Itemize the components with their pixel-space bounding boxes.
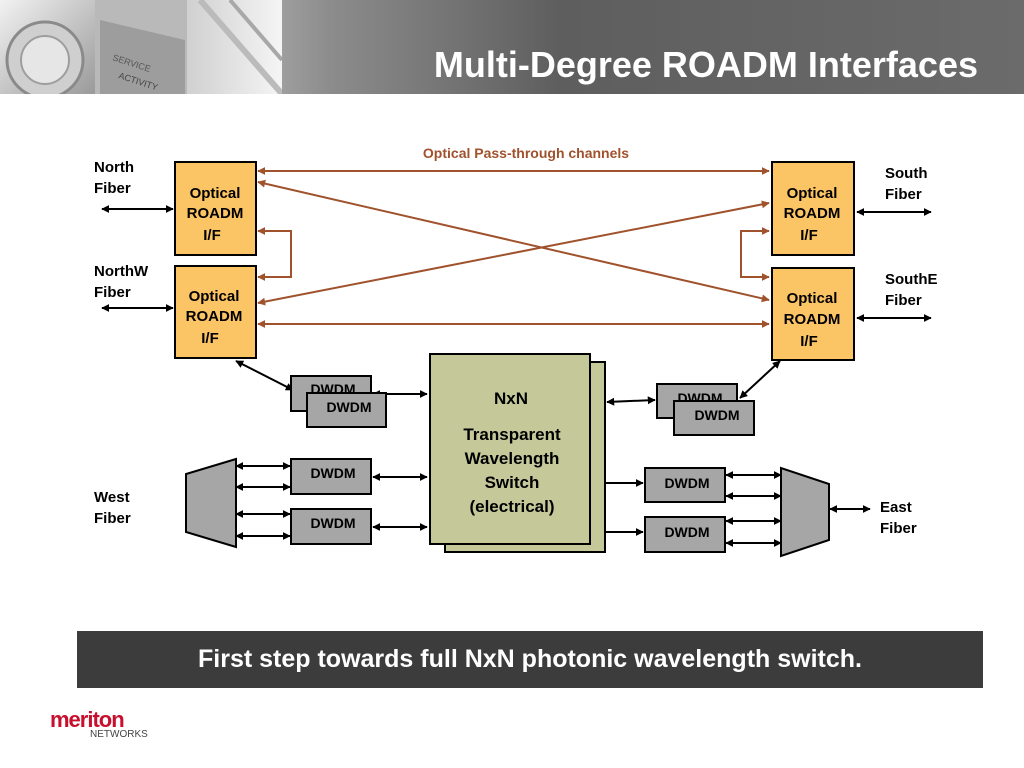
logo-sub: NETWORKS (90, 729, 148, 740)
roadm-south: Optical ROADM I/F (771, 161, 855, 256)
svg-text:Optical: Optical (190, 185, 241, 202)
svg-text:DWDM: DWDM (694, 407, 739, 423)
svg-text:Wavelength: Wavelength (465, 449, 560, 468)
nxn-switch: NxN Transparent Wavelength Switch (elect… (429, 353, 606, 553)
dwdm-west-2: DWDM (290, 508, 372, 545)
slide-title: Multi-Degree ROADM Interfaces (433, 44, 978, 85)
header-photo: SERVICE ACTIVITY (0, 0, 282, 94)
svg-text:DWDM: DWDM (310, 465, 355, 481)
loop-right (740, 227, 770, 281)
dwdm-upper-left-front: DWDM (306, 392, 387, 428)
fiber-arrows (101, 205, 932, 547)
east-fiber-label: East Fiber (880, 499, 917, 537)
north-fiber-label: North Fiber (94, 159, 138, 197)
svg-text:DWDM: DWDM (326, 399, 371, 415)
svg-text:I/F: I/F (800, 333, 818, 350)
dwdm-west-1: DWDM (290, 458, 372, 495)
svg-text:I/F: I/F (203, 227, 221, 244)
svg-text:ROADM: ROADM (784, 311, 841, 328)
svg-text:Transparent: Transparent (463, 425, 561, 444)
svg-text:Switch: Switch (485, 473, 540, 492)
svg-text:Optical: Optical (787, 185, 838, 202)
logo-brand: meriton (50, 707, 125, 732)
svg-text:NxN: NxN (494, 389, 528, 408)
pass-through-label: Optical Pass-through channels (423, 145, 629, 161)
svg-text:ROADM: ROADM (187, 205, 244, 222)
svg-text:Optical: Optical (787, 290, 838, 307)
svg-text:I/F: I/F (800, 227, 818, 244)
svg-text:ROADM: ROADM (186, 308, 243, 325)
svg-text:DWDM: DWDM (664, 475, 709, 491)
svg-text:(electrical): (electrical) (469, 497, 554, 516)
mux-east (780, 466, 830, 558)
company-logo: meriton NETWORKS (50, 707, 148, 740)
south-fiber-label: South Fiber (885, 165, 932, 203)
svg-text:DWDM: DWDM (664, 524, 709, 540)
loop-left (257, 227, 292, 281)
header-photo-art: SERVICE ACTIVITY (0, 0, 282, 94)
svg-text:I/F: I/F (201, 330, 219, 347)
arrow-north-southe (257, 179, 770, 303)
header-bar: SERVICE ACTIVITY Multi-Degree ROADM Inte… (0, 0, 1024, 94)
arrow-northw-south (257, 200, 770, 306)
roadm-north: Optical ROADM I/F (174, 161, 257, 256)
west-fiber-label: West Fiber (94, 489, 134, 527)
svg-text:DWDM: DWDM (310, 515, 355, 531)
summary-banner: First step towards full NxN photonic wav… (77, 631, 983, 688)
southe-fiber-label: SouthE Fiber (885, 271, 942, 309)
dwdm-east-2: DWDM (644, 516, 726, 553)
pass-through-arrows (257, 167, 770, 328)
roadm-northw: Optical ROADM I/F (174, 265, 257, 359)
dwdm-upper-right-front: DWDM (673, 400, 755, 436)
roadm-southe: Optical ROADM I/F (771, 267, 855, 361)
northw-fiber-label: NorthW Fiber (94, 263, 152, 301)
svg-text:Optical: Optical (189, 288, 240, 305)
roadm-diagram: Optical Pass-through channels North Fibe… (94, 145, 942, 558)
svg-text:ROADM: ROADM (784, 205, 841, 222)
mux-west (185, 457, 237, 549)
dwdm-east-1: DWDM (644, 467, 726, 503)
